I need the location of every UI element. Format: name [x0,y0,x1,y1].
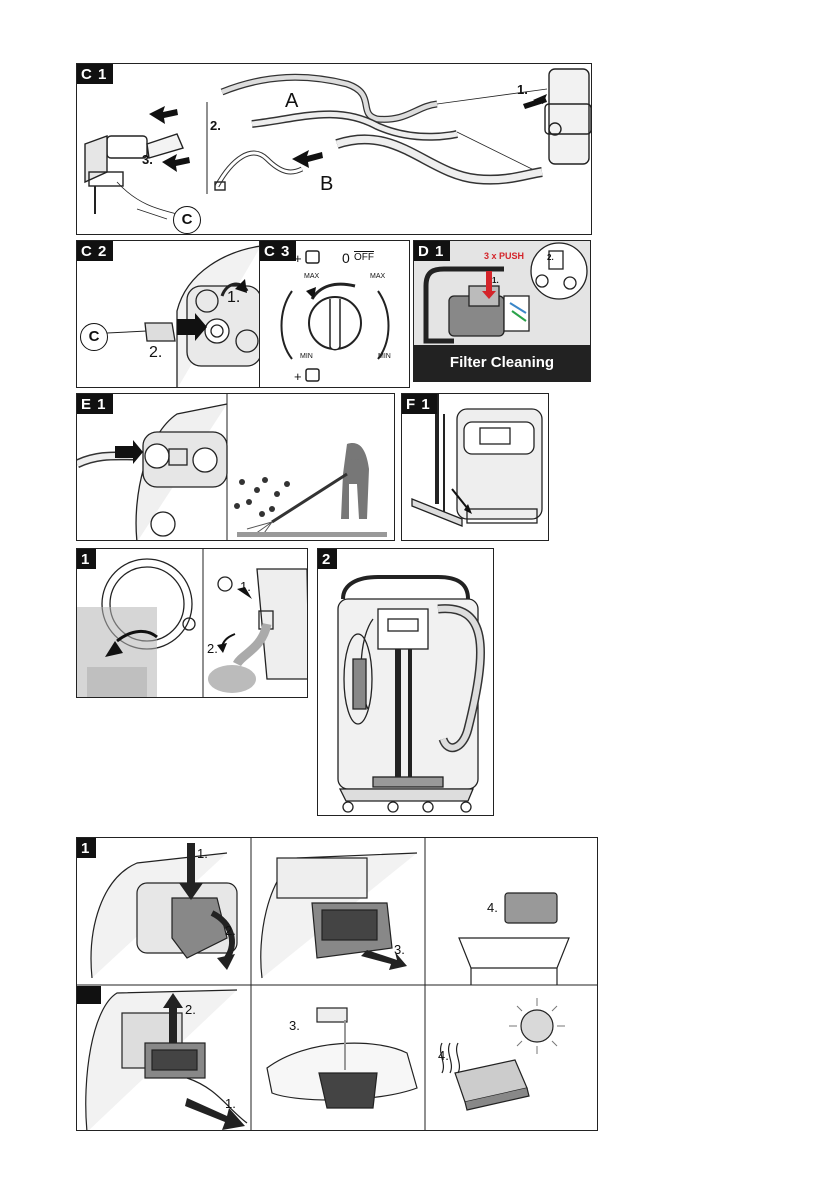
max-left: MAX [304,273,320,280]
grid-bottom-step-4: 4. [438,1048,449,1063]
grid-tag-top: 1 [77,838,97,858]
grid-top-step-4: 4. [487,900,498,915]
panel-e1: E 1 [76,393,395,541]
p1-illustration [77,549,307,697]
panel-c1: C 1 [76,63,592,235]
grid-top-step-3: 3. [394,942,405,957]
grid-top-step-1: 1. [197,846,208,861]
grid-bottom-step-3: 3. [289,1018,300,1033]
max-right: MAX [370,273,386,280]
plus-top: + [294,251,302,266]
panel-2-storage: 2 [317,548,494,816]
step-3: 3. [142,152,153,167]
step-1: 1. [240,579,251,594]
maintenance-grid: 1 [76,837,598,1131]
panel-tag: 1 [77,549,97,569]
grid-tag-bottom [77,986,101,1004]
step-2: 2. [149,344,163,361]
panel-1-empty-tank: 1 1. 2. [76,548,308,698]
p2-illustration [337,575,485,813]
grid-bottom-step-1: 1. [225,1096,236,1111]
step-1: 1. [227,289,241,306]
step-2: 2. [210,118,221,133]
panel-tag: E 1 [77,394,113,414]
push-label: 3 x PUSH [484,251,525,261]
panel-tag: F 1 [402,394,437,414]
off-zero: 0 [342,250,350,266]
grid-illustration [77,838,597,1130]
step-2: 2. [547,253,554,262]
panel-d1: D 1 3 x PUSH 1. 2. Filter Cleaning [413,240,591,382]
grid-top-step-2: 2. [225,923,236,938]
panel-tag: C 2 [77,241,114,261]
off-label: OFF [354,252,374,263]
filter-cleaning-banner: Filter Cleaning [414,345,590,381]
c2-illustration [106,245,259,387]
min-left: MIN [300,353,313,360]
step-1: 1. [517,82,528,97]
d1-illustration [423,242,588,344]
panel-tag: D 1 [414,241,451,261]
hose-label-a: A [285,90,299,112]
c1-illustration [84,68,591,220]
grid-bottom-step-2: 2. [185,1002,196,1017]
min-right: MIN [378,353,391,360]
step-2: 2. [207,641,218,656]
connector-c-circle: C [80,323,108,351]
panel-c3: C 3 + 0 OFF MAX MAX MIN MIN + [259,240,410,388]
connector-c-circle: C [173,206,201,234]
plus-bottom: + [294,369,302,384]
hose-label-b: B [320,173,334,195]
panel-tag: C 3 [260,241,297,261]
e1-illustration [77,394,387,540]
panel-tag: 2 [318,549,338,569]
f1-illustration [411,394,543,527]
step-1: 1. [492,276,499,285]
c3-dial-illustration [280,250,390,382]
panel-f1: F 1 [401,393,549,541]
panel-tag: C 1 [77,64,114,84]
panel-c2: C 2 C 1. 2. [76,240,260,388]
